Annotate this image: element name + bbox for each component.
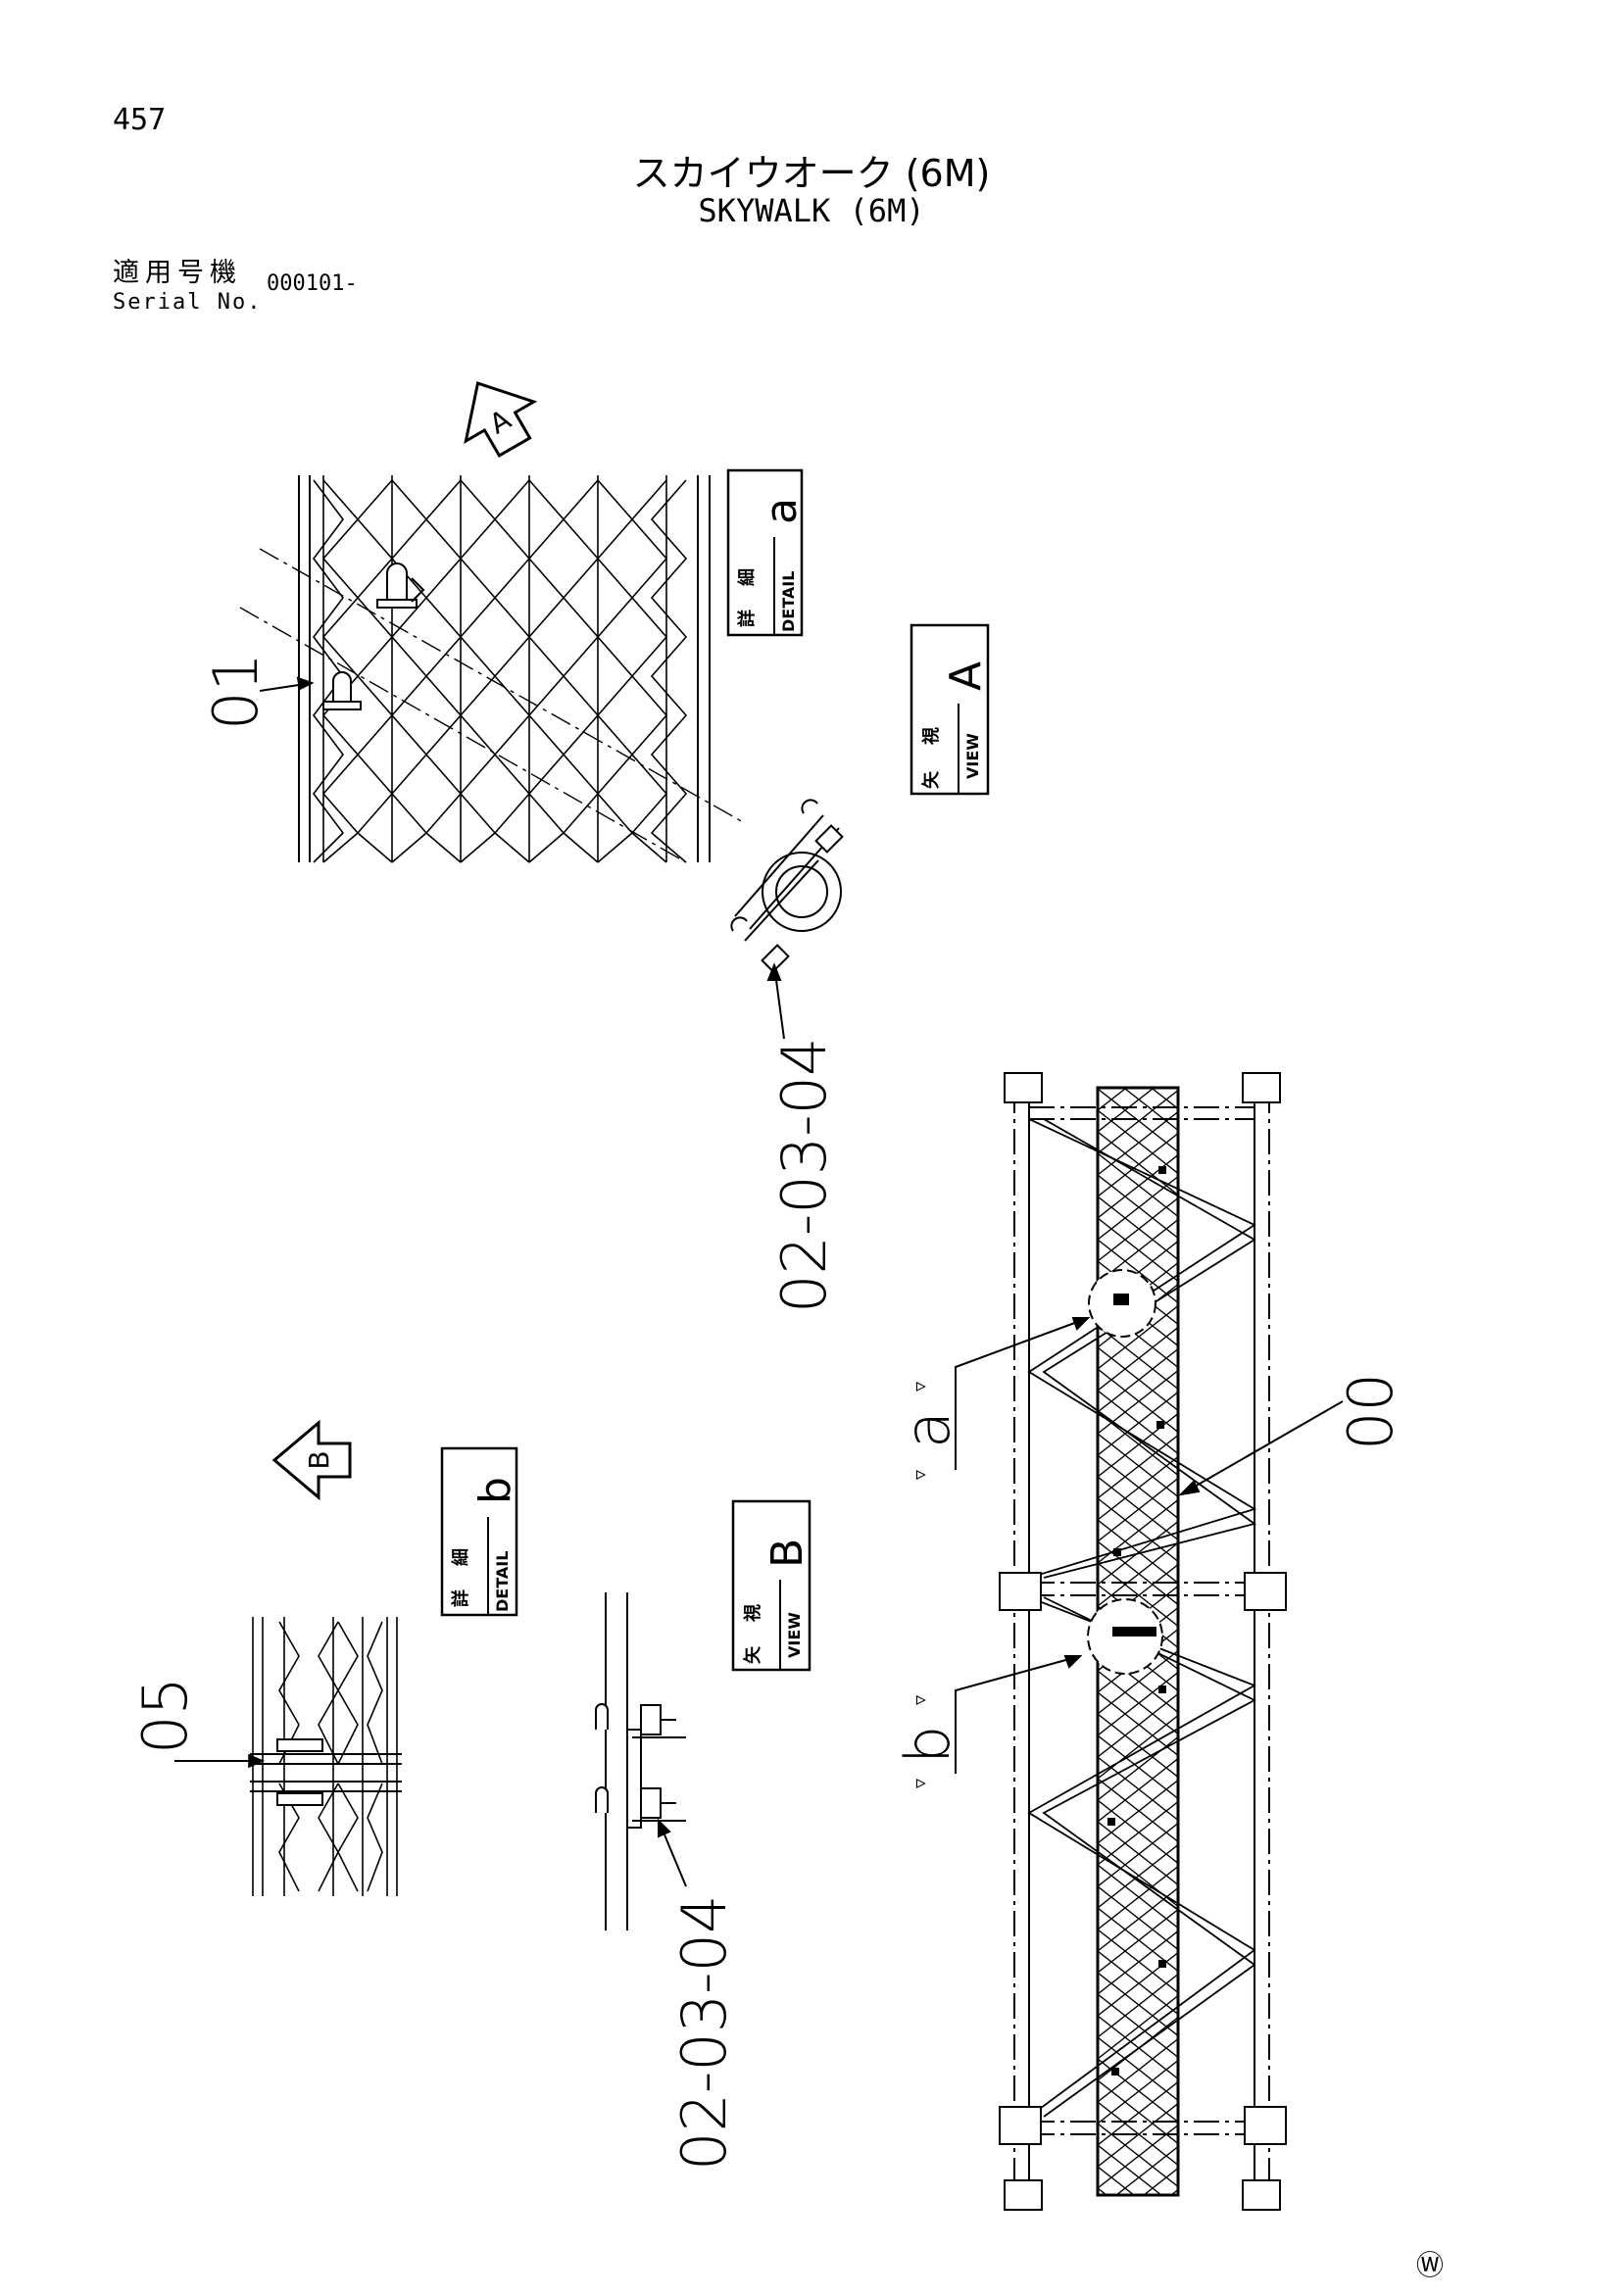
callout-05: 05	[129, 1677, 201, 1754]
svg-text:矢: 矢	[742, 1645, 763, 1664]
svg-text:▿: ▿	[908, 1382, 931, 1392]
svg-text:DETAIL: DETAIL	[493, 1551, 512, 1612]
callout-bolt-1: 02-03-04	[768, 1038, 840, 1313]
view-arrow-b	[271, 1419, 352, 1501]
skywalk-truss	[955, 1072, 1344, 2211]
svg-text:▿: ▿	[908, 1695, 931, 1705]
bracket-tube-detail	[730, 799, 844, 1040]
detail-marker-b: b	[892, 1726, 963, 1764]
svg-text:B: B	[762, 1539, 812, 1568]
callout-00: 00	[1335, 1373, 1406, 1450]
serial-label-japanese: 適用号機	[113, 258, 242, 288]
svg-text:VIEW: VIEW	[963, 733, 982, 779]
svg-text:▿: ▿	[908, 1470, 931, 1480]
svg-text:細: 細	[736, 568, 758, 586]
view-b-box: 矢 視 VIEW B	[731, 1499, 812, 1672]
svg-text:a: a	[757, 498, 807, 524]
copyright-mark: Ⓦ	[1416, 2249, 1445, 2281]
svg-text:視: 視	[742, 1604, 763, 1623]
serial-label-english: Serial No.	[113, 290, 263, 315]
detail-b-box: 詳 細 DETAIL b	[440, 1446, 520, 1617]
svg-text:視: 視	[920, 727, 942, 746]
page-number: 457	[113, 103, 167, 137]
callout-01: 01	[200, 653, 271, 730]
svg-text:▿: ▿	[908, 1779, 931, 1788]
view-arrow-b-label: B	[303, 1450, 335, 1469]
bolt-detail-lower	[595, 1592, 687, 1930]
svg-text:A: A	[941, 661, 991, 691]
serial-value: 000101-	[267, 271, 358, 296]
view-arrow-a	[464, 381, 538, 459]
title-japanese: スカイウオーク (6M)	[632, 152, 991, 195]
callout-bolt-2: 02-03-04	[668, 1895, 740, 2171]
title-english: SKYWALK (6M)	[698, 192, 925, 229]
svg-text:矢: 矢	[920, 770, 942, 789]
svg-text:VIEW: VIEW	[785, 1612, 804, 1658]
svg-text:b: b	[470, 1477, 520, 1504]
svg-text:詳: 詳	[736, 610, 758, 627]
svg-text:細: 細	[450, 1548, 471, 1566]
detail-a-grating	[239, 475, 746, 863]
detail-a-box: 詳 細 DETAIL a	[726, 468, 807, 637]
detail-marker-a: a	[892, 1411, 963, 1448]
svg-text:詳: 詳	[450, 1589, 471, 1607]
view-a-box: 矢 視 VIEW A	[910, 623, 991, 796]
svg-text:DETAIL: DETAIL	[779, 571, 798, 632]
detail-b-grating	[174, 1617, 402, 1896]
